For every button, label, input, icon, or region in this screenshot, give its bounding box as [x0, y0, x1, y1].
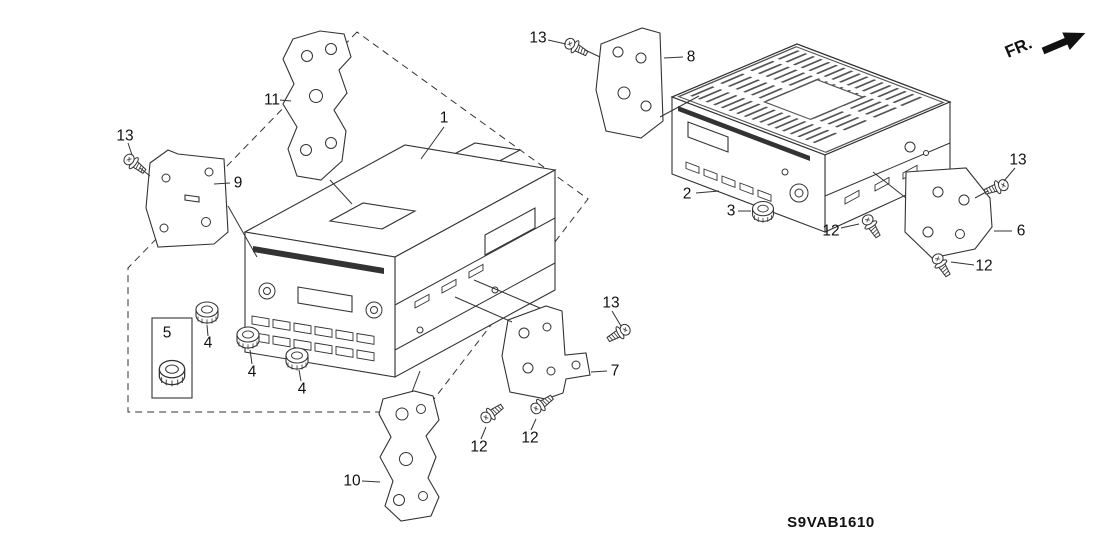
fr-label: FR. [1002, 33, 1035, 61]
leader-lines [127, 39, 1016, 483]
bracket-8 [595, 27, 664, 139]
bracket-11 [282, 30, 352, 181]
screw-13-center [604, 320, 634, 346]
knob-5-group [151, 317, 193, 399]
screw-12-c [477, 400, 507, 427]
screw-12-a [858, 211, 885, 241]
screw-13-left [120, 150, 150, 178]
radio-unit-main [243, 144, 557, 378]
knob-4-a [195, 301, 219, 325]
bracket-6 [904, 167, 993, 259]
knob-4-c [285, 347, 309, 371]
bracket-9 [145, 149, 229, 248]
bracket-7 [501, 305, 591, 400]
screw-13-top [561, 34, 591, 60]
assembly-lines [139, 49, 989, 393]
fr-arrow-icon [1041, 32, 1086, 55]
fr-marker: FR. [1002, 32, 1086, 62]
diagram-code: S9VAB1610 [787, 514, 875, 531]
knob-3 [752, 200, 774, 224]
bracket-10 [378, 390, 440, 522]
knob-4-b [236, 326, 260, 350]
